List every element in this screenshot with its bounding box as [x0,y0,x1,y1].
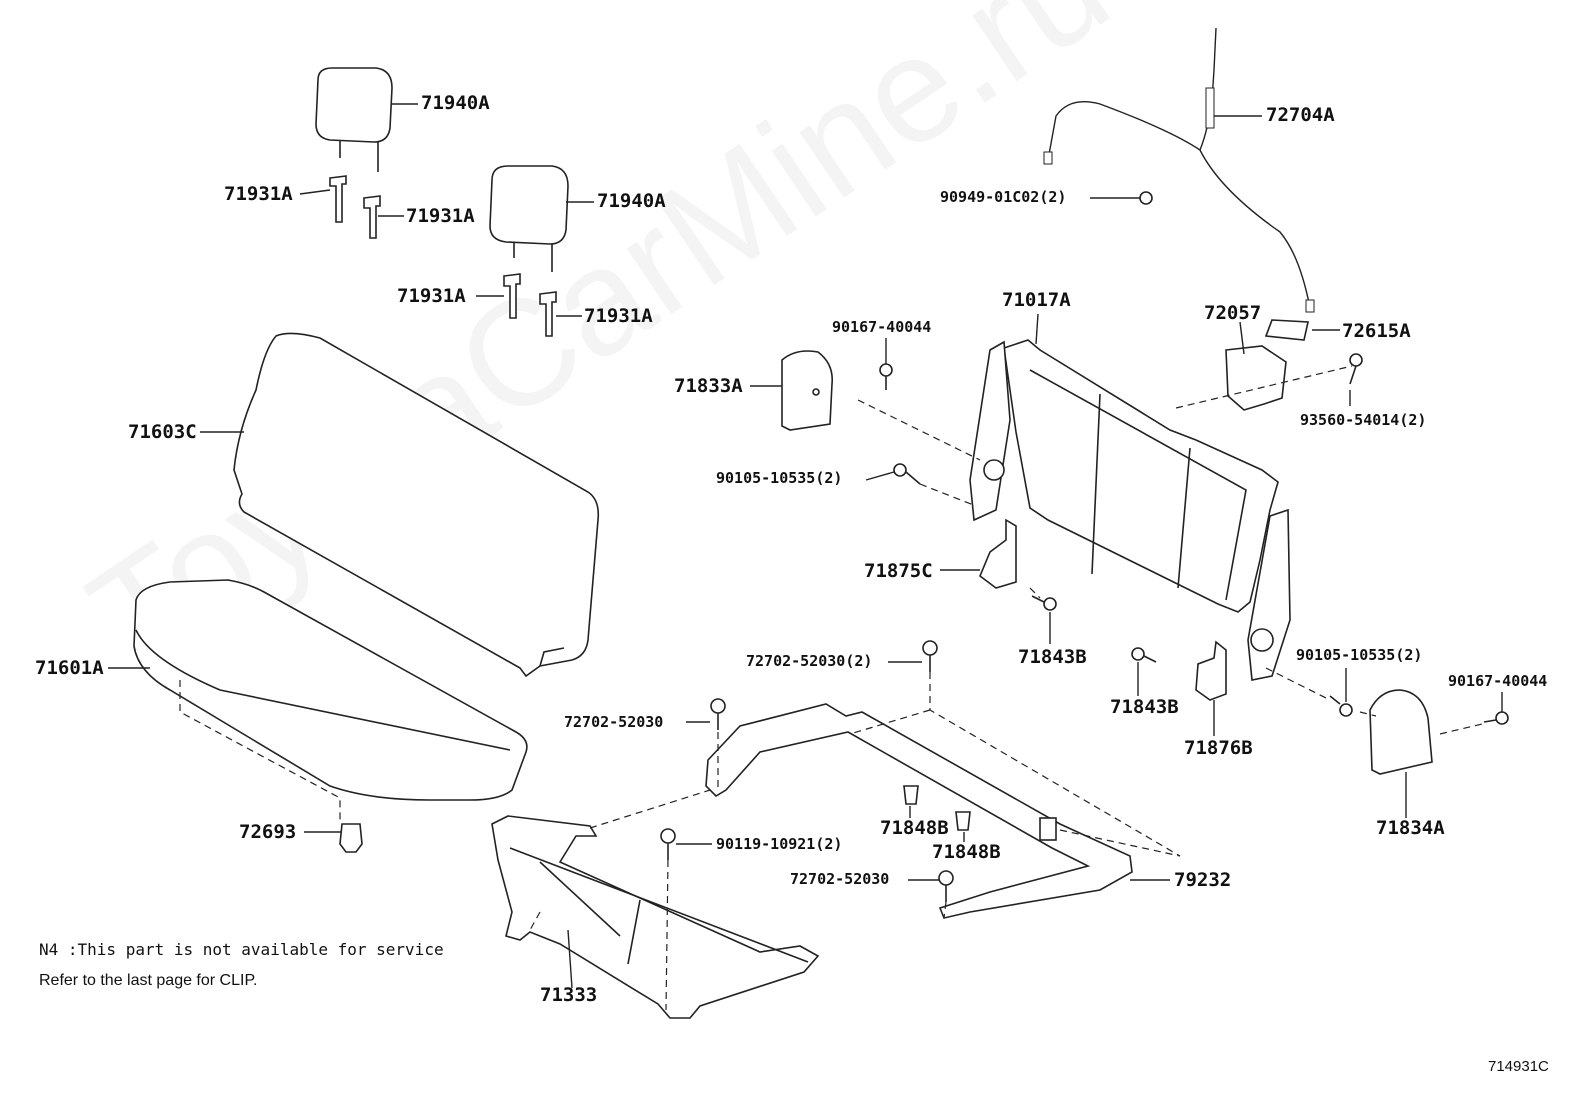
headrest-guide-1[interactable] [329,175,347,223]
label-71875C[interactable]: 71875C [864,560,933,582]
seat-back[interactable] [233,332,600,678]
headrest-guide-4[interactable] [539,291,557,337]
label-71601A[interactable]: 71601A [35,657,104,679]
headrest-1[interactable] [315,67,393,172]
label-71017A[interactable]: 71017A [1002,289,1071,311]
bolt-71843B-2[interactable] [1131,647,1157,663]
label-90167-40044-1[interactable]: 90167-40044 [832,318,932,336]
bolt-72702-3[interactable] [938,870,954,902]
label-71931A-3[interactable]: 71931A [397,285,466,307]
bolt-90167-2[interactable] [1483,711,1509,725]
label-71940A-2[interactable]: 71940A [597,190,666,212]
label-79232[interactable]: 79232 [1174,869,1232,891]
diagram-code: 714931C [1488,1058,1549,1075]
hinge-cover-71834A[interactable] [1369,689,1433,775]
label-71876B[interactable]: 71876B [1184,737,1253,759]
screw-90105-1[interactable] [893,463,921,485]
headrest-guide-3[interactable] [503,273,521,319]
bolt-72702-2[interactable] [710,698,726,730]
label-71931A-1[interactable]: 71931A [224,183,293,205]
label-90105-10535-1[interactable]: 90105-10535(2) [716,469,843,487]
label-72702-52030-2[interactable]: 72702-52030 [564,713,664,731]
label-72704A[interactable]: 72704A [1266,104,1335,126]
clip-90949[interactable] [1139,191,1153,205]
note-service: N4 :This part is not available for servi… [39,940,444,959]
lock-72057[interactable] [1225,345,1287,411]
label-90119-10921[interactable]: 90119-10921(2) [716,835,843,853]
seat-cushion[interactable] [133,579,528,801]
bracket-71875C[interactable] [979,518,1017,589]
label-71848B-2[interactable]: 71848B [932,841,1001,863]
screw-90105-2[interactable] [1329,695,1353,717]
label-72702-52030-3[interactable]: 72702-52030 [790,870,890,888]
label-71333[interactable]: 71333 [540,984,598,1006]
label-71848B-1[interactable]: 71848B [880,817,949,839]
label-71843B-2[interactable]: 71843B [1110,696,1179,718]
clip-71848B-1[interactable] [903,785,919,805]
label-72615A[interactable]: 72615A [1342,320,1411,342]
bolt-72702-1[interactable] [922,640,938,672]
bolt-71843B-1[interactable] [1031,595,1057,611]
pad-72615A[interactable] [1264,319,1309,341]
label-71603C[interactable]: 71603C [128,421,197,443]
label-71931A-2[interactable]: 71931A [406,205,475,227]
bracket-71876B[interactable] [1195,640,1227,701]
clip-72693[interactable] [339,823,363,853]
headrest-2[interactable] [489,165,569,272]
assembly-lines [179,365,1483,1011]
label-71940A-1[interactable]: 71940A [421,92,490,114]
label-71834A[interactable]: 71834A [1376,817,1445,839]
bolt-90119[interactable] [660,828,676,860]
clip-71848B-2[interactable] [955,811,971,831]
label-71931A-4[interactable]: 71931A [584,305,653,327]
bolt-93560[interactable] [1349,353,1363,385]
leader-lines [108,103,1503,989]
label-71833A[interactable]: 71833A [674,375,743,397]
label-93560-54014[interactable]: 93560-54014(2) [1300,411,1427,429]
label-72702-52030-1[interactable]: 72702-52030(2) [746,652,873,670]
label-90105-10535-2[interactable]: 90105-10535(2) [1296,646,1423,664]
release-cable-72704A[interactable] [1043,27,1315,313]
seat-back-frame[interactable] [969,339,1291,681]
label-90949-01C02[interactable]: 90949-01C02(2) [940,188,1067,206]
lower-seat-frame[interactable] [491,815,820,1019]
label-72693[interactable]: 72693 [239,821,297,843]
headrest-guide-2[interactable] [363,195,381,239]
label-72057[interactable]: 72057 [1204,302,1262,324]
label-90167-40044-2[interactable]: 90167-40044 [1448,672,1548,690]
seat-rail-frame[interactable] [705,703,1133,919]
bolt-90167-1[interactable] [879,363,893,390]
hinge-cover-71833A[interactable] [781,350,834,431]
note-clip-reference: Refer to the last page for CLIP. [39,972,258,989]
label-71843B-1[interactable]: 71843B [1018,646,1087,668]
